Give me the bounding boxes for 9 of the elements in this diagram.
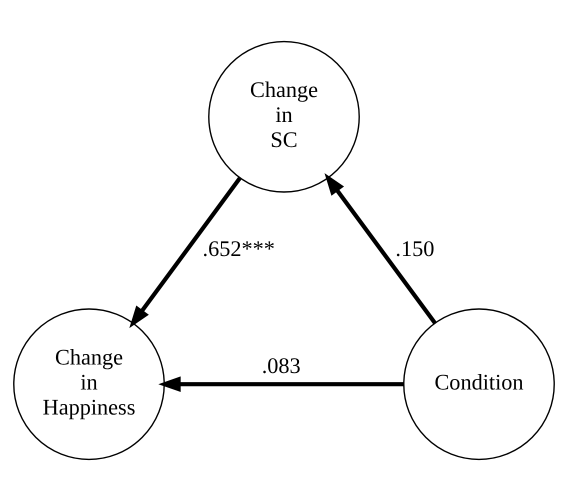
arrow (324, 172, 437, 324)
edge-label: .150 (395, 235, 434, 260)
edge-label: .652*** (202, 235, 275, 260)
arrow (129, 176, 242, 328)
node-circle: Change in Happiness (13, 308, 165, 460)
arrow (158, 376, 404, 392)
edge-label: .083 (262, 352, 301, 378)
node-circle: Condition (403, 308, 555, 460)
node-circle: Change in SC (208, 40, 360, 192)
